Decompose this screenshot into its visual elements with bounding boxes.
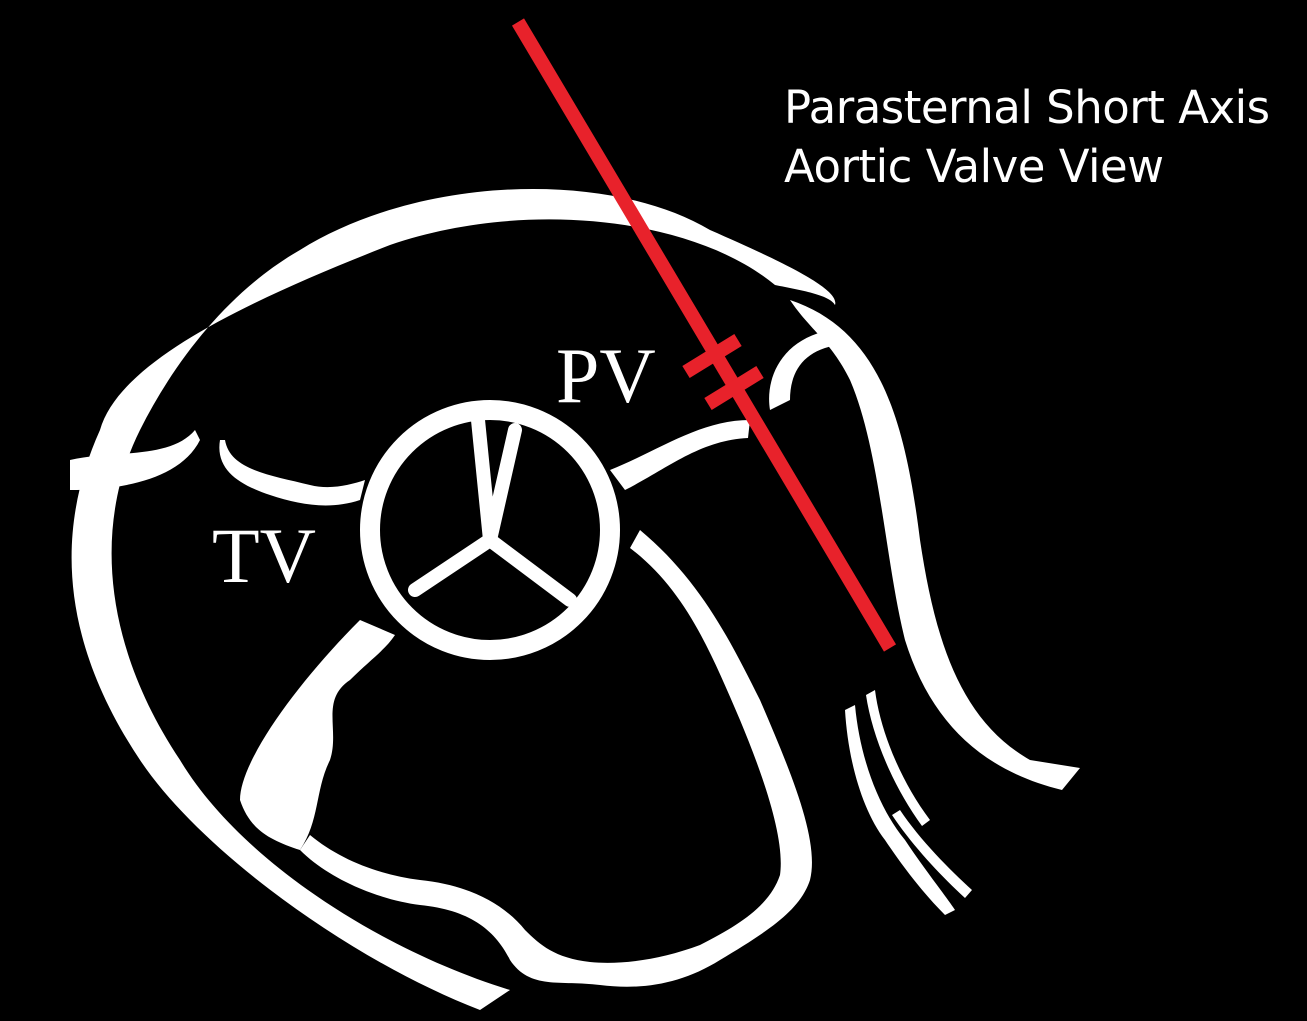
septal-wall [240, 620, 395, 850]
pv-label: PV [556, 332, 656, 419]
pulmonary-artery-arc [769, 330, 838, 410]
tv-label: TV [212, 512, 316, 599]
tricuspid-leaflet [219, 440, 365, 505]
rvot-wall [610, 420, 750, 490]
left-atrium-outline [300, 530, 812, 987]
aortic-valve-cusps [415, 420, 570, 600]
